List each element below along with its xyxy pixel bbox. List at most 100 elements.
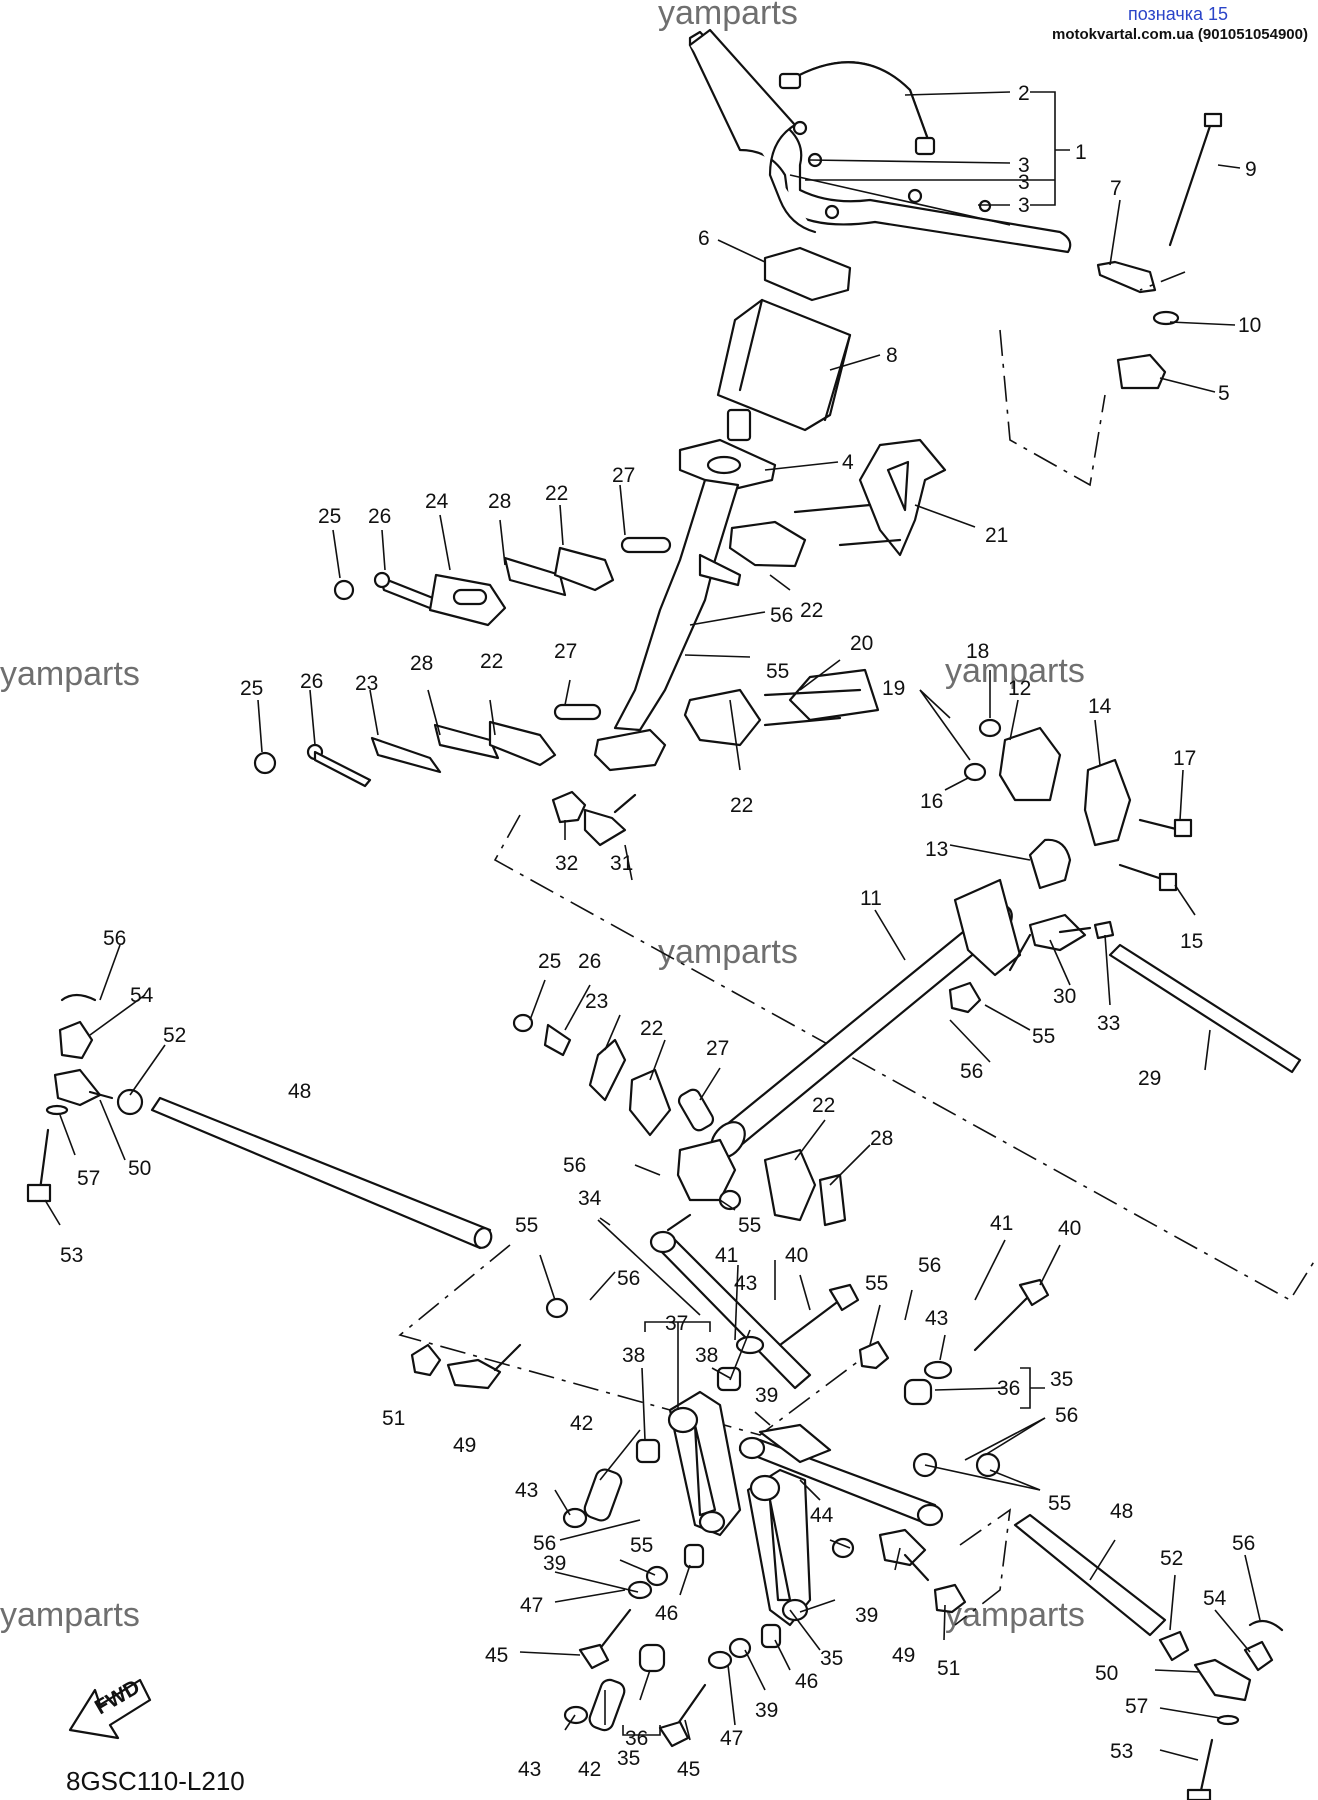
callout: 41 bbox=[715, 1244, 738, 1267]
callout: 23 bbox=[585, 990, 608, 1013]
callout: 55 bbox=[1048, 1492, 1071, 1515]
callout: 4 bbox=[842, 451, 854, 474]
callout: 36 bbox=[997, 1377, 1020, 1400]
linkage-middle-row bbox=[253, 668, 880, 788]
callout: 51 bbox=[382, 1407, 405, 1430]
callout: 33 bbox=[1097, 1012, 1120, 1035]
callout: 36 bbox=[625, 1727, 648, 1750]
callout: 53 bbox=[60, 1244, 83, 1267]
stay-7 bbox=[1096, 260, 1157, 294]
linkage-lower-row bbox=[512, 1013, 847, 1227]
callout: 55 bbox=[738, 1214, 761, 1237]
callout: 25 bbox=[538, 950, 561, 973]
callout: 6 bbox=[698, 227, 710, 250]
callout: 29 bbox=[1138, 1067, 1161, 1090]
callout: 7 bbox=[1110, 177, 1122, 200]
bellcrank-right bbox=[746, 1468, 812, 1627]
handlebar bbox=[688, 28, 1072, 254]
callout: 19 bbox=[882, 677, 905, 700]
callout: 55 bbox=[515, 1214, 538, 1237]
callout: 53 bbox=[1110, 1740, 1133, 1763]
callout: 18 bbox=[966, 640, 989, 663]
washer-10 bbox=[1152, 310, 1180, 326]
callout: 42 bbox=[578, 1758, 601, 1781]
callout: 28 bbox=[488, 490, 511, 513]
callout: 51 bbox=[937, 1657, 960, 1680]
callout: 56 bbox=[918, 1254, 941, 1277]
handlebar-holder bbox=[763, 246, 852, 302]
callout: 32 bbox=[555, 852, 578, 875]
bushing-13 bbox=[1028, 838, 1072, 890]
page-label: позначка 15 bbox=[1127, 4, 1228, 24]
callout: 39 bbox=[543, 1552, 566, 1575]
watermark: yamparts bbox=[945, 1596, 1085, 1634]
callout: 55 bbox=[1032, 1025, 1055, 1048]
callout: 45 bbox=[485, 1644, 508, 1667]
callout: 22 bbox=[800, 599, 823, 622]
callout: 43 bbox=[515, 1479, 538, 1502]
callout: 17 bbox=[1173, 747, 1196, 770]
callout: 8 bbox=[886, 344, 898, 367]
callout: 43 bbox=[925, 1307, 948, 1330]
throttle-hose bbox=[778, 61, 936, 156]
pin-42 bbox=[583, 1468, 623, 1522]
callout: 3 bbox=[1018, 194, 1030, 217]
callout: 24 bbox=[425, 490, 449, 513]
callout: 3 bbox=[1018, 171, 1030, 194]
callout: 9 bbox=[1245, 158, 1257, 181]
callout: 56 bbox=[960, 1060, 983, 1083]
callout: 56 bbox=[563, 1154, 586, 1177]
callout: 10 bbox=[1238, 314, 1261, 337]
callout: 30 bbox=[1053, 985, 1076, 1008]
fwd-arrow-icon: FWD bbox=[68, 1675, 152, 1740]
callout: 35 bbox=[617, 1747, 640, 1770]
callout: 35 bbox=[1050, 1368, 1073, 1391]
callout: 56 bbox=[1232, 1532, 1255, 1555]
callout: 25 bbox=[240, 677, 263, 700]
nut-32 bbox=[551, 790, 587, 824]
callout: 56 bbox=[533, 1532, 556, 1555]
steering-column-arm bbox=[698, 553, 742, 587]
callout: 3 bbox=[1018, 154, 1030, 177]
ball-joint-49-right bbox=[878, 1528, 927, 1567]
callout: 46 bbox=[795, 1670, 818, 1693]
tie-rod-end-50-left bbox=[53, 1068, 102, 1107]
callout: 43 bbox=[518, 1758, 541, 1781]
callout: 25 bbox=[318, 505, 341, 528]
callout: 38 bbox=[622, 1344, 645, 1367]
callout: 27 bbox=[612, 464, 635, 487]
rod-29 bbox=[1108, 943, 1302, 1074]
diagram-code: 8GSC110-L210 bbox=[66, 1766, 245, 1796]
site-contact: motokvartal.com.ua (901051054900) bbox=[1052, 26, 1308, 43]
callout: 56 bbox=[103, 927, 126, 950]
callout: 12 bbox=[1008, 677, 1031, 700]
callout: 48 bbox=[1110, 1500, 1133, 1523]
callout: 28 bbox=[870, 1127, 893, 1150]
callout: 41 bbox=[990, 1212, 1013, 1235]
linkage-upper-row bbox=[333, 520, 807, 627]
callout: 49 bbox=[453, 1434, 476, 1457]
tie-rod-end-30 bbox=[1028, 913, 1087, 952]
callout: 38 bbox=[695, 1344, 718, 1367]
column-top-shaft bbox=[726, 408, 752, 442]
callout: 50 bbox=[128, 1157, 151, 1180]
watermark: yamparts bbox=[0, 655, 140, 693]
nut-52-left bbox=[116, 1088, 144, 1116]
callout: 39 bbox=[755, 1384, 778, 1407]
watermark: yamparts bbox=[945, 652, 1085, 690]
callout: 44 bbox=[810, 1504, 834, 1527]
tie-rod-left bbox=[150, 1096, 492, 1250]
callout: 56 bbox=[1055, 1404, 1078, 1427]
callout: 40 bbox=[785, 1244, 808, 1267]
callout: 31 bbox=[610, 852, 633, 875]
callout: 22 bbox=[730, 794, 753, 817]
callout: 15 bbox=[1180, 930, 1203, 953]
callout: 54 bbox=[130, 984, 154, 1007]
watermark: yamparts bbox=[658, 0, 798, 32]
callout: 47 bbox=[520, 1594, 543, 1617]
callout-leaders bbox=[44, 91, 1261, 1761]
callout: 21 bbox=[985, 524, 1008, 547]
callout: 16 bbox=[920, 790, 943, 813]
